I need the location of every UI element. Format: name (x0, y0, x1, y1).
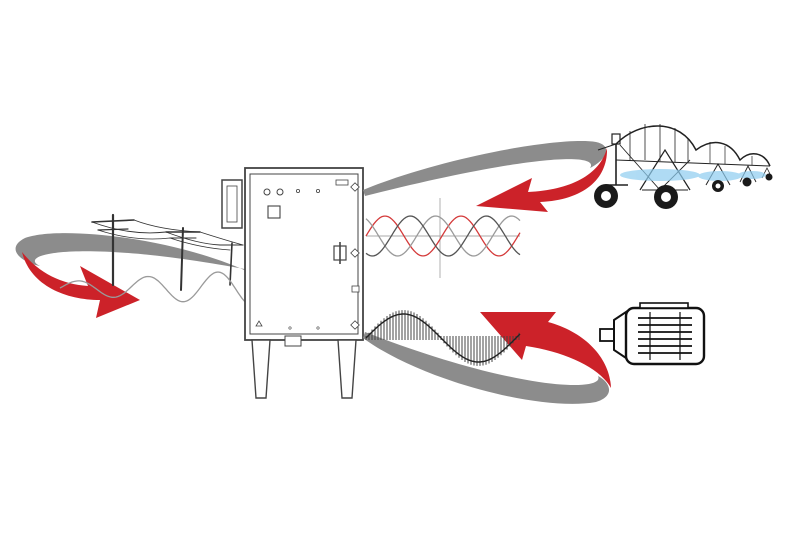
bottom-gray-swoosh (363, 332, 610, 404)
top-red-arrow (476, 148, 608, 212)
pivot-wheels (594, 173, 773, 209)
spray-mist (620, 169, 766, 181)
input-sine-wave (59, 271, 251, 307)
electric-motor-icon (599, 302, 706, 366)
top-gray-swoosh (363, 141, 607, 196)
phase-b-wave (365, 215, 521, 257)
three-phase-waveform (365, 198, 521, 278)
left-gray-swoosh (15, 233, 255, 275)
phase-c-wave (365, 215, 521, 257)
pwm-output-waveform (365, 310, 521, 366)
phase-a-wave (365, 215, 521, 257)
drive-cabinet-icon (221, 167, 364, 399)
utility-pole-icon (91, 213, 244, 291)
left-red-arrow (22, 252, 140, 318)
bottom-red-arrow (480, 312, 611, 388)
pwm-envelope (365, 313, 521, 363)
